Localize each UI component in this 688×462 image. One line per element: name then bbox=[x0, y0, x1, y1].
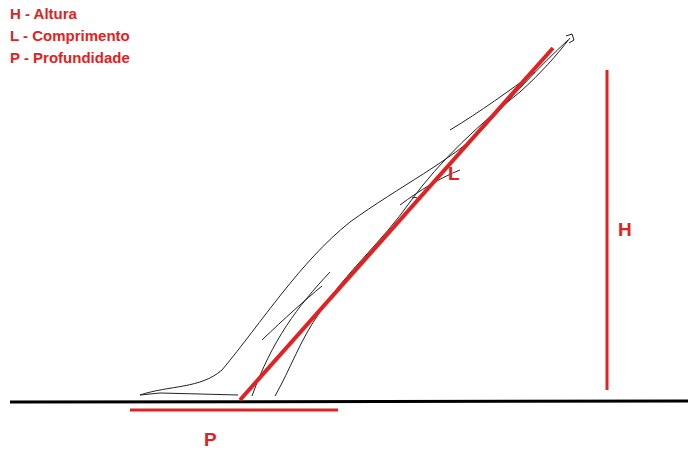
flow-outline-upper bbox=[140, 40, 568, 395]
length-line bbox=[240, 48, 553, 400]
flow-sketch bbox=[140, 34, 574, 396]
legend-text: L - Comprimento bbox=[10, 28, 130, 45]
legend-text: P - Profundidade bbox=[10, 50, 130, 67]
flow-outline-base bbox=[140, 393, 238, 395]
ground-line bbox=[10, 401, 688, 402]
flow-inner-stroke bbox=[252, 272, 330, 396]
dimension-label: P bbox=[204, 430, 217, 451]
dimension-label: H bbox=[618, 220, 632, 241]
legend-text: H - Altura bbox=[10, 6, 77, 23]
flow-inner-stroke bbox=[262, 286, 322, 340]
height-line bbox=[606, 70, 609, 390]
flow-outline-lower bbox=[275, 38, 570, 396]
flow-tip bbox=[566, 34, 574, 43]
dimension-label: L bbox=[448, 164, 460, 185]
depth-line bbox=[130, 409, 338, 412]
